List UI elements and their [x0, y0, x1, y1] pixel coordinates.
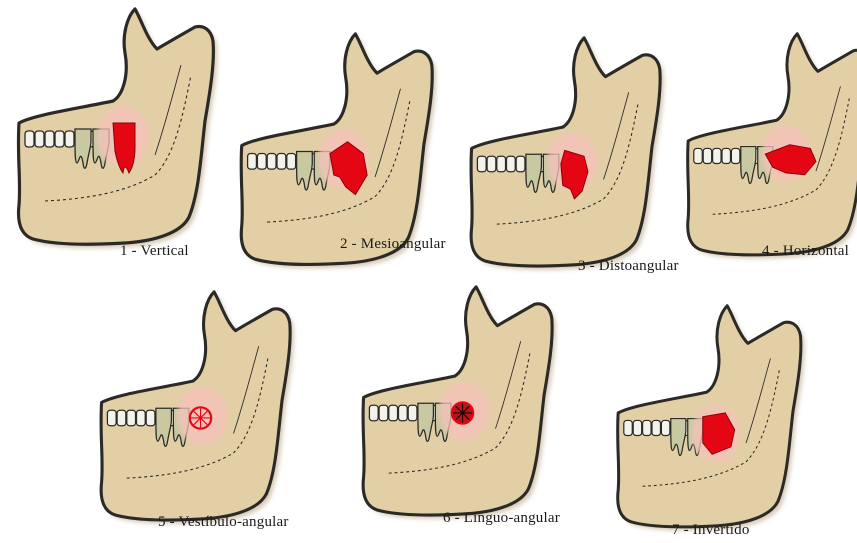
- tooth-crown: [45, 131, 54, 147]
- tooth-crown: [652, 420, 660, 435]
- tooth-crown: [55, 131, 64, 147]
- tooth-crown: [137, 410, 146, 426]
- panel-6-caption: 6 - Linguo-angular: [443, 510, 560, 527]
- tooth-crown: [389, 405, 398, 421]
- panel-4-caption: 4 - Horizontal: [762, 243, 849, 260]
- tooth-crown: [399, 405, 408, 421]
- tooth-crown: [277, 153, 286, 169]
- tooth-crown: [408, 405, 417, 421]
- tooth-crown: [722, 148, 730, 163]
- tooth-crown: [477, 156, 486, 172]
- tooth-crown: [703, 148, 711, 163]
- tooth-crown: [633, 420, 641, 435]
- tooth-crown: [127, 410, 136, 426]
- tooth-crown: [369, 405, 378, 421]
- tooth-crown: [731, 148, 739, 163]
- panel-2-caption: 2 - Mesioangular: [340, 236, 446, 253]
- panel-5-caption: 5 - Vestíbulo-angular: [158, 514, 289, 531]
- tooth-crown: [25, 131, 34, 147]
- panel-7-caption: 7 - Invertido: [672, 522, 750, 539]
- panel-1-illustration: [18, 9, 217, 248]
- panel-1-caption: 1 - Vertical: [120, 243, 189, 260]
- tooth-crown: [661, 420, 669, 435]
- panel-5-illustration: [101, 292, 294, 524]
- tooth-crown: [694, 148, 702, 163]
- tooth-crown: [497, 156, 506, 172]
- tooth-crown: [516, 156, 525, 172]
- tooth-crown: [257, 153, 266, 169]
- panel-2-illustration: [241, 34, 436, 268]
- panel-7-illustration: [618, 306, 805, 531]
- panel-4-illustration: [688, 34, 857, 259]
- tooth-crown: [507, 156, 516, 172]
- panel-3-caption: 3 - Distoangular: [578, 258, 679, 275]
- panel-6-illustration: [363, 287, 556, 519]
- tooth-cusps: [191, 408, 210, 427]
- tooth-crown: [107, 410, 116, 426]
- tooth-crown: [146, 410, 155, 426]
- tooth-crown: [287, 153, 296, 169]
- tooth-crown: [248, 153, 257, 169]
- tooth-crown: [35, 131, 44, 147]
- tooth-crown: [487, 156, 496, 172]
- tooth-crown: [117, 410, 126, 426]
- tooth-cusps: [453, 403, 472, 422]
- panel-3-illustration: [471, 38, 664, 270]
- tooth-crown: [713, 148, 721, 163]
- tooth-crown: [65, 131, 74, 147]
- tooth-crown: [643, 420, 651, 435]
- tooth-crown: [267, 153, 276, 169]
- tooth-crown: [624, 420, 632, 435]
- tooth-crown: [379, 405, 388, 421]
